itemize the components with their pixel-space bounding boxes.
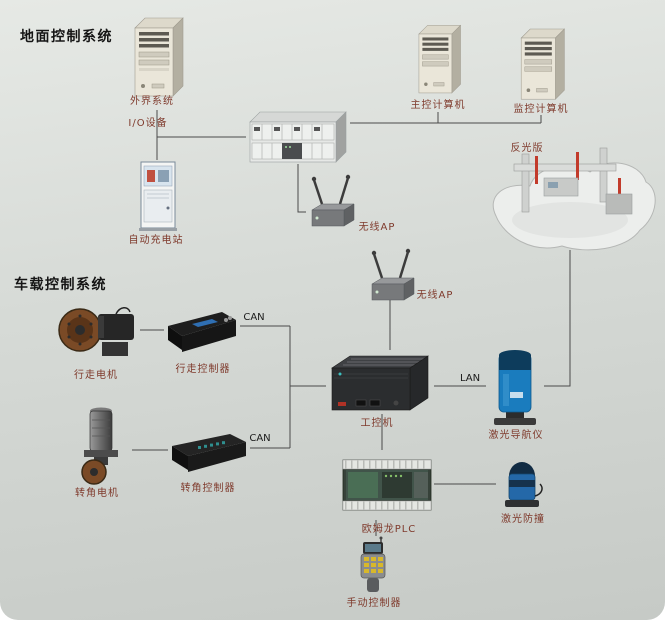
steering-controller-label: 转角控制器 — [180, 483, 236, 494]
section-title-ground: 地面控制系统 — [20, 29, 113, 45]
lan-label: LAN — [459, 373, 481, 384]
travel-controller-icon — [168, 312, 236, 352]
laser-nav-label: 激光导航仪 — [488, 430, 544, 441]
wireless-ap1-label: 无线AP — [358, 222, 396, 233]
travel-motor-label: 行走电机 — [74, 370, 118, 381]
manual-controller-icon — [360, 536, 386, 592]
can-travel-label: CAN — [243, 312, 265, 323]
external-system-icon — [134, 17, 184, 97]
section-title-vehicle: 车载控制系统 — [14, 277, 107, 293]
travel-controller-label: 行走控制器 — [175, 364, 231, 375]
steering-motor-label: 转角电机 — [75, 488, 119, 499]
main-computer-icon — [418, 24, 462, 94]
steering-motor-icon — [81, 407, 118, 485]
reflector-station-icon — [492, 147, 656, 251]
industrial-pc-icon — [331, 355, 429, 411]
wireless-ap1-icon — [311, 174, 355, 227]
omron-plc-icon — [342, 459, 432, 511]
monitor-computer-icon — [520, 28, 566, 100]
charging-station-icon — [139, 161, 177, 231]
monitor-computer-label: 监控计算机 — [513, 104, 569, 115]
steering-controller-icon — [172, 434, 246, 472]
wireless-ap2-label: 无线AP — [416, 290, 454, 301]
reflector-label: 反光版 — [510, 143, 544, 154]
wireless-ap2-icon — [371, 248, 415, 301]
travel-motor-icon — [58, 307, 134, 356]
network-switch-icon — [249, 111, 347, 163]
laser-nav-icon — [494, 350, 536, 425]
io-device-label: I/O设备 — [128, 118, 168, 129]
wire-reflector-to-laser-nav — [544, 250, 571, 387]
main-computer-label: 主控计算机 — [410, 100, 466, 111]
charging-station-label: 自动充电站 — [128, 235, 184, 246]
can-steering-label: CAN — [249, 433, 271, 444]
omron-plc-label: 欧姆龙PLC — [361, 524, 417, 535]
laser-collision-icon — [505, 462, 543, 507]
laser-collision-label: 激光防撞 — [501, 514, 545, 525]
external-system-label: 外界系统 — [130, 96, 174, 107]
manual-controller-label: 手动控制器 — [346, 598, 402, 609]
industrial-pc-label: 工控机 — [360, 418, 394, 429]
